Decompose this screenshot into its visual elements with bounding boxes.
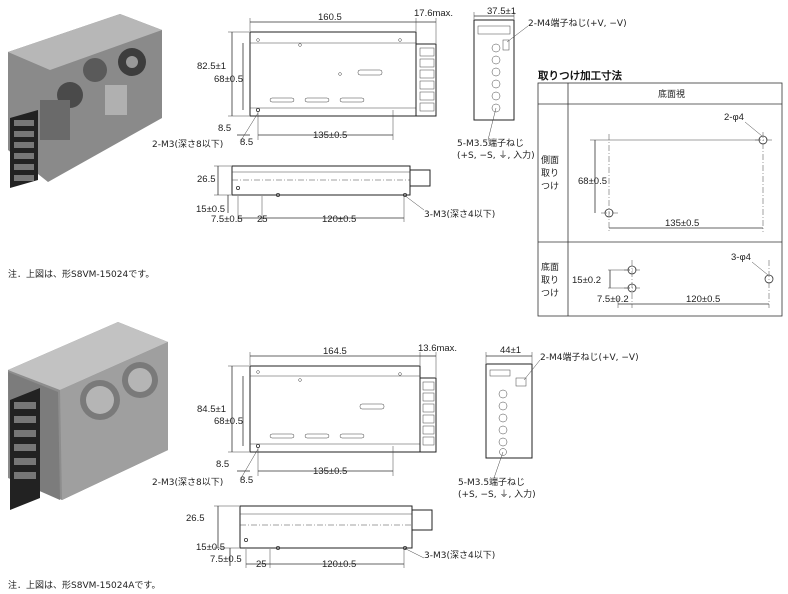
p2-m3-bottom: 3-M3(深さ4以下) <box>424 550 495 561</box>
p2-side-h: 26.5 <box>186 513 205 524</box>
p1-b25: 25 <box>257 214 268 225</box>
p2-hole-v: 68±0.5 <box>214 416 243 427</box>
p1-m3-side: 2-M3(深さ8以下) <box>152 139 223 150</box>
row2-h2: 120±0.5 <box>686 294 720 305</box>
p2-terminal: 13.6max. <box>418 343 457 354</box>
p1-b120: 120±0.5 <box>322 214 356 225</box>
row1-label-3: つけ <box>541 181 559 192</box>
mounting-table <box>537 82 783 317</box>
product1-photo <box>8 14 162 188</box>
row2-label-1: 底面 <box>541 261 559 273</box>
p2-off1: 8.5 <box>216 459 229 470</box>
p2-width: 164.5 <box>323 346 347 357</box>
row1-v: 68±0.5 <box>578 176 607 187</box>
p2-b15: 15±0.5 <box>196 542 225 553</box>
p1-height: 82.5±1 <box>197 61 226 72</box>
p1-width: 160.5 <box>318 12 342 23</box>
p1-hole-v: 68±0.5 <box>214 74 243 85</box>
product2-note: 注．上図は、形S8VM-15024Aです。 <box>8 579 161 591</box>
row2-label-2: 取り <box>541 275 559 286</box>
p2-m35: 5-M3.5端子ねじ <box>458 476 525 488</box>
row1-label-1: 側面 <box>541 154 559 166</box>
p1-terminal: 17.6max. <box>414 8 453 19</box>
product2-bottom-view <box>214 505 433 568</box>
p2-b25: 25 <box>256 559 267 570</box>
p1-m4: 2-M4端子ねじ(+V, −V) <box>528 17 627 29</box>
p2-m4: 2-M4端子ねじ(+V, −V) <box>540 351 639 363</box>
p2-off2: 8.5 <box>240 475 253 486</box>
p2-depth: 44±1 <box>500 345 521 356</box>
p1-b15: 15±0.5 <box>196 204 225 215</box>
product1-bottom-view <box>214 165 431 222</box>
p2-m3-side: 2-M3(深さ8以下) <box>152 477 223 488</box>
p1-off1: 8.5 <box>218 123 231 134</box>
p1-depth: 37.5±1 <box>487 6 516 17</box>
p2-m35-sub: (+S, −S, ⏚, 入力) <box>458 488 536 500</box>
product2-side-view <box>485 352 541 479</box>
row2-h1: 7.5±0.2 <box>597 294 629 305</box>
p2-height: 84.5±1 <box>197 404 226 415</box>
row2-holes: 3-φ4 <box>731 252 751 263</box>
row2-label-3: つけ <box>541 288 559 299</box>
p2-b75: 7.5±0.5 <box>210 554 242 565</box>
section-heading: 取りつけ加工寸法 <box>538 69 623 82</box>
p1-m35-sub: (+S, −S, ⏚, 入力) <box>457 149 535 161</box>
product2-photo <box>8 322 168 510</box>
row1-holes: 2-φ4 <box>724 112 744 123</box>
row1-label-2: 取り <box>541 168 559 179</box>
row2-v: 15±0.2 <box>572 275 601 286</box>
p1-side-h: 26.5 <box>197 174 216 185</box>
product1-note: 注．上図は、形S8VM-15024です。 <box>8 268 154 280</box>
p2-b120: 120±0.5 <box>322 559 356 570</box>
product2-front-view <box>228 352 437 481</box>
table-header: 底面視 <box>658 88 685 100</box>
product1-front-view <box>228 18 437 143</box>
p1-m3-bottom: 3-M3(深さ4以下) <box>424 209 495 220</box>
p1-m35: 5-M3.5端子ねじ <box>457 137 524 149</box>
p1-b75: 7.5±0.5 <box>211 214 243 225</box>
p1-off2: 8.5 <box>240 137 253 148</box>
p2-hole-h: 135±0.5 <box>313 466 347 477</box>
p1-hole-h: 135±0.5 <box>313 130 347 141</box>
row1-h: 135±0.5 <box>665 218 699 229</box>
product1-side-view <box>473 12 529 141</box>
